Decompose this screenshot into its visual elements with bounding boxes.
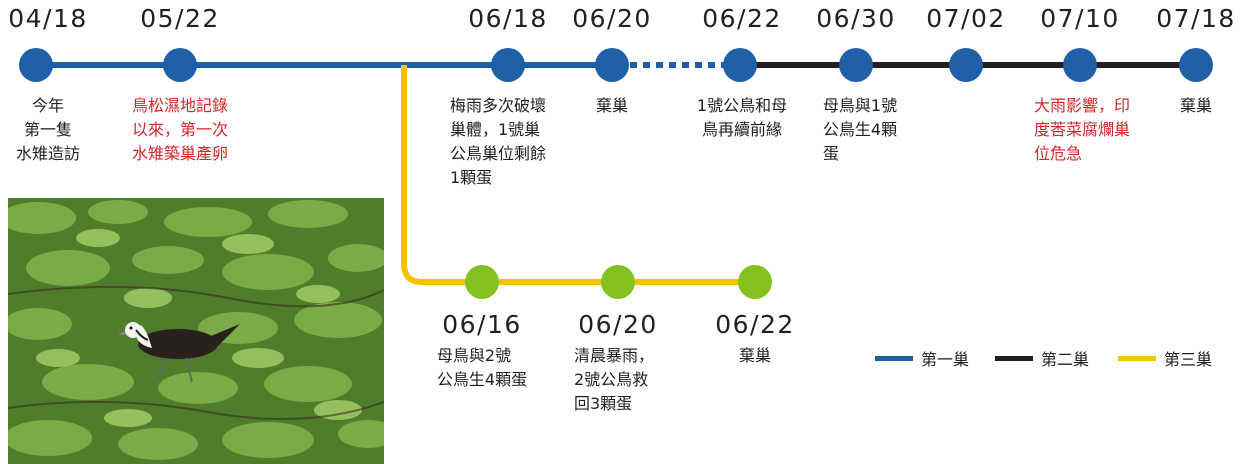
nest1-date-0522: 05/22 [140,4,220,33]
nest1-node-0620 [595,48,629,82]
desc-line: 1顆蛋 [449,168,493,187]
nest3-date-0616: 06/16 [442,310,522,339]
desc-line: 棄巢 [595,96,629,115]
nest2-desc-0710: 大雨影響，印 度莕菜腐爛巢 位危急 [1034,94,1130,166]
nest2-date-0710: 07/10 [1040,4,1120,33]
desc-line: 第一隻 [23,120,73,139]
desc-line: 大雨影響，印 [1033,96,1131,115]
desc-line: 梅雨多次破壞 [449,96,547,115]
desc-line: 棄巢 [1179,96,1213,115]
desc-line: 以來，第一次 [131,120,229,139]
nest1-desc-0522: 鳥松濕地記錄 以來，第一次 水雉築巢產卵 [132,94,228,166]
nest2-date-0622: 06/22 [702,4,782,33]
legend-label: 第二巢 [1041,350,1090,369]
nest1-desc-0618: 梅雨多次破壞 巢體，1號巢 公鳥巢位剩餘 1顆蛋 [450,94,546,190]
legend-label: 第一巢 [921,350,970,369]
nest3-desc-0616: 母鳥與2號 公鳥生4顆蛋 [437,344,527,392]
nest1-desc-0620: 棄巢 [596,94,628,118]
desc-line: 回3顆蛋 [573,394,633,413]
desc-line: 鳥松濕地記錄 [131,96,229,115]
legend-swatch [1118,355,1156,361]
nest3-node-0620 [601,265,635,299]
nest3-date-0622: 06/22 [715,310,795,339]
legend-nest3: 第三巢 [1118,346,1212,370]
legend-swatch [875,355,913,361]
jacana-photo-illustration [8,198,384,464]
desc-line: 1號公鳥和母 [696,96,788,115]
desc-line: 水雉造訪 [15,144,81,163]
nest3-node-0616 [465,265,499,299]
nest1-node-0418 [19,48,53,82]
desc-line: 公鳥生4顆 [822,120,898,139]
nest3-node-0622 [738,265,772,299]
nest2-date-0718: 07/18 [1156,4,1236,33]
nest2-desc-0630: 母鳥與1號 公鳥生4顆 蛋 [823,94,897,166]
nest2-desc-0718: 棄巢 [1180,94,1212,118]
desc-line: 巢體，1號巢 [449,120,541,139]
desc-line: 2號公鳥救 [573,370,649,389]
nest1-desc-0418: 今年 第一隻 水雉造訪 [16,94,80,166]
nest2-node-0702 [949,48,983,82]
desc-line: 清晨暴雨， [573,346,655,365]
legend-swatch [995,355,1033,361]
nest2-node-0710 [1063,48,1097,82]
legend-nest2: 第二巢 [995,346,1089,370]
nest2-desc-0622: 1號公鳥和母 鳥再續前緣 [697,94,787,142]
nest2-node-0630 [839,48,873,82]
jacana-photo [8,198,384,464]
desc-line: 水雉築巢產卵 [131,144,229,163]
nest1-date-0418: 04/18 [8,4,88,33]
desc-line: 度莕菜腐爛巢 [1033,120,1131,139]
nest2-node-0718 [1179,48,1213,82]
legend-label: 第三巢 [1164,350,1213,369]
nest1-date-0620: 06/20 [572,4,652,33]
nest3-line [401,65,755,285]
nest2-date-0630: 06/30 [816,4,896,33]
nest3-date-0620: 06/20 [578,310,658,339]
nest1-date-0618: 06/18 [468,4,548,33]
nest2-date-0702: 07/02 [926,4,1006,33]
nest3-desc-0620: 清晨暴雨， 2號公鳥救 回3顆蛋 [574,344,654,416]
desc-line: 鳥再續前緣 [701,120,782,139]
nest1-node-0522 [163,48,197,82]
desc-line: 母鳥與2號 [436,346,512,365]
desc-line: 母鳥與1號 [822,96,898,115]
nest3-desc-0622: 棄巢 [739,344,771,368]
desc-line: 公鳥巢位剩餘 [449,144,547,163]
desc-line: 今年 [31,96,65,115]
legend-nest1: 第一巢 [875,346,969,370]
nest2-node-0622 [723,48,757,82]
desc-line: 棄巢 [738,346,772,365]
desc-line: 公鳥生4顆蛋 [436,370,528,389]
nest1-node-0618 [491,48,525,82]
desc-line: 蛋 [822,144,839,163]
jacana-bird [118,322,240,383]
desc-line: 位危急 [1033,144,1083,163]
